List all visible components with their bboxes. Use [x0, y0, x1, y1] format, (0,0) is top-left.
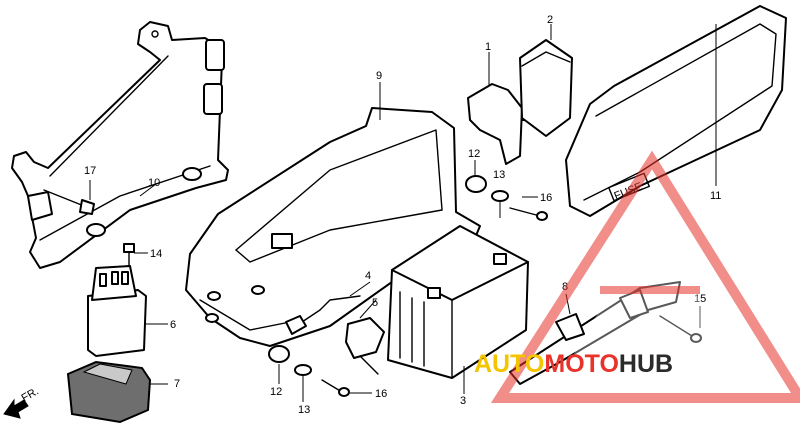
bolt — [321, 207, 548, 397]
callout-6: 6 — [170, 319, 176, 331]
callout-11: 11 — [710, 190, 721, 202]
watermark-auto: AUTO — [474, 350, 544, 378]
callout-3: 3 — [460, 395, 466, 407]
callout-16-right: 16 — [540, 192, 552, 204]
fuse-holder — [519, 39, 573, 137]
bolt — [659, 315, 702, 343]
watermark-moto: MOTO — [544, 350, 619, 378]
watermark: AUTOMOTOHUB — [474, 150, 800, 403]
collar — [294, 190, 509, 376]
callout-15: 15 — [694, 293, 706, 305]
bracket-frame — [11, 21, 229, 269]
callout-17: 17 — [84, 165, 96, 177]
leader-lines — [89, 24, 717, 402]
fuse-cover: FUSE — [565, 5, 787, 217]
watermark-logo-triangle — [490, 150, 800, 403]
watermark-hub: HUB — [619, 350, 673, 378]
callout-12-top: 12 — [468, 148, 480, 160]
front-label: FR. — [20, 385, 41, 404]
callout-1: 1 — [485, 41, 491, 53]
relay — [87, 265, 147, 357]
battery-box — [185, 107, 481, 347]
battery — [387, 225, 529, 379]
callout-16-bottom: 16 — [375, 388, 387, 400]
relay-cover — [66, 360, 152, 424]
callout-5: 5 — [372, 297, 378, 309]
grommet — [268, 175, 487, 363]
bolt — [43, 189, 95, 215]
watermark-text: AUTOMOTOHUB — [474, 350, 673, 378]
callout-14: 14 — [150, 248, 162, 260]
callout-10: 10 — [148, 177, 160, 189]
battery-bracket — [509, 281, 681, 385]
front-arrow: FR. — [3, 385, 41, 419]
callout-7: 7 — [174, 378, 180, 390]
callout-4: 4 — [365, 270, 371, 282]
callout-13-top: 13 — [493, 169, 505, 181]
callout-12-bottom: 12 — [270, 386, 282, 398]
callout-13-bottom: 13 — [298, 404, 310, 416]
battery-cable — [285, 295, 385, 375]
callout-2: 2 — [547, 14, 553, 26]
callout-9: 9 — [376, 70, 382, 82]
